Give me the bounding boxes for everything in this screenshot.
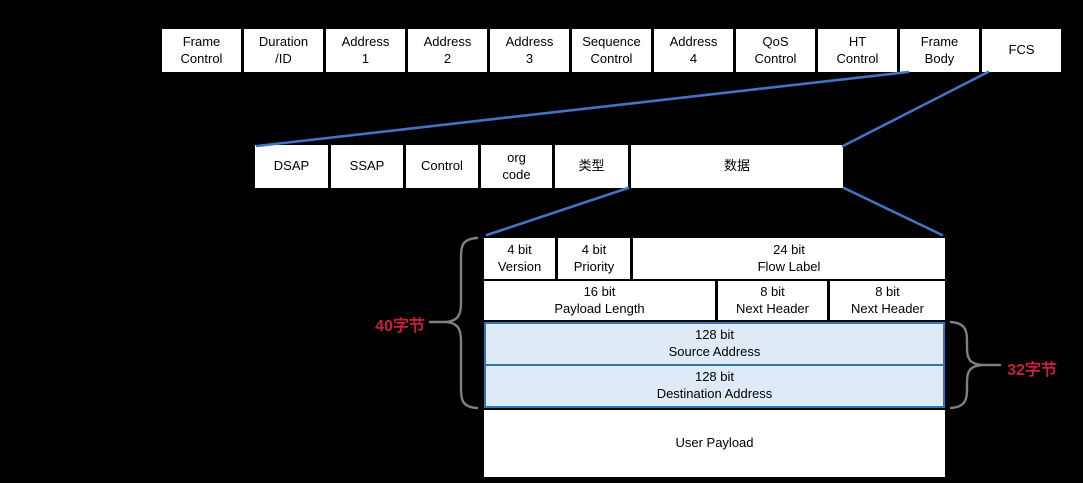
annotation-32-bytes: 32字节 (1007, 362, 1057, 379)
ipv6-field-next-header-2: 8 bit Next Header (830, 281, 945, 320)
llc-field-org-code: org code (481, 145, 552, 188)
ipv6-address-fields: 128 bit Source Address 128 bit Destinati… (484, 322, 945, 408)
ipv6-field-user-payload: User Payload (484, 410, 945, 477)
connector-frame-body-to-llc-left (255, 70, 910, 148)
mac-field-sequence-control: Sequence Control (572, 29, 651, 72)
left-brace-40-bytes (428, 236, 479, 410)
connector-data-to-ipv6-left (485, 186, 630, 237)
mac-field-address-4: Address 4 (654, 29, 733, 72)
right-brace-32-bytes (949, 320, 1002, 410)
ipv6-row-2: 16 bit Payload Length 8 bit Next Header … (484, 281, 945, 320)
ipv6-field-source-address: 128 bit Source Address (486, 324, 943, 364)
connector-data-to-ipv6-right (842, 186, 944, 237)
llc-header-row: DSAP SSAP Control org code 类型 数据 (255, 145, 843, 188)
llc-field-data: 数据 (631, 145, 843, 188)
mac-field-ht-control: HT Control (818, 29, 897, 72)
mac-frame-row: Frame Control Duration /ID Address 1 Add… (162, 29, 1061, 72)
llc-field-control: Control (406, 145, 478, 188)
llc-field-type: 类型 (555, 145, 628, 188)
ipv6-field-payload-length: 16 bit Payload Length (484, 281, 715, 320)
ipv6-header-block: 4 bit Version 4 bit Priority 24 bit Flow… (484, 238, 945, 477)
annotation-40-bytes: 40字节 (375, 318, 425, 335)
mac-field-fcs: FCS (982, 29, 1061, 72)
llc-field-dsap: DSAP (255, 145, 328, 188)
mac-field-frame-body: Frame Body (900, 29, 979, 72)
ipv6-row-1: 4 bit Version 4 bit Priority 24 bit Flow… (484, 238, 945, 279)
mac-field-qos-control: QoS Control (736, 29, 815, 72)
ipv6-field-version: 4 bit Version (484, 238, 555, 279)
ipv6-field-flow-label: 24 bit Flow Label (633, 238, 945, 279)
mac-field-duration-id: Duration /ID (244, 29, 323, 72)
connector-frame-body-to-llc-right (841, 70, 990, 148)
ipv6-field-destination-address: 128 bit Destination Address (486, 366, 943, 406)
llc-field-ssap: SSAP (331, 145, 403, 188)
ipv6-field-next-header-1: 8 bit Next Header (718, 281, 827, 320)
mac-field-address-2: Address 2 (408, 29, 487, 72)
mac-field-frame-control: Frame Control (162, 29, 241, 72)
ipv6-field-priority: 4 bit Priority (558, 238, 630, 279)
mac-field-address-3: Address 3 (490, 29, 569, 72)
mac-field-address-1: Address 1 (326, 29, 405, 72)
